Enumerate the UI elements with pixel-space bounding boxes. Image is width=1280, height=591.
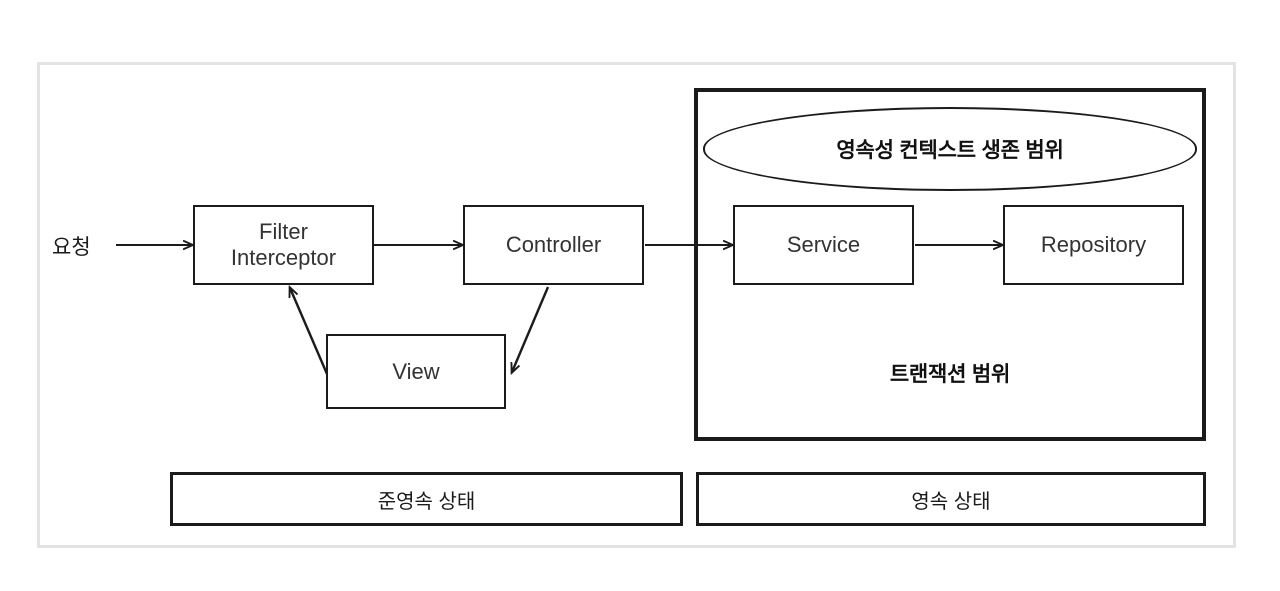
- node-view-label: View: [392, 358, 440, 384]
- node-view[interactable]: View: [326, 334, 506, 409]
- node-service[interactable]: Service: [733, 205, 914, 285]
- state-box-managed: 영속 상태: [696, 472, 1206, 526]
- request-label: 요청: [52, 236, 91, 259]
- state-right-label: 영속 상태: [911, 490, 991, 513]
- node-service-label: Service: [786, 232, 861, 258]
- node-filter-interceptor[interactable]: Filter Interceptor: [193, 205, 374, 285]
- node-repository[interactable]: Repository: [1003, 205, 1184, 285]
- node-repository-label: Repository: [1040, 232, 1147, 258]
- node-filter-line2: Interceptor: [230, 245, 337, 270]
- node-controller-label: Controller: [505, 232, 602, 258]
- transaction-scope-label: 트랜잭션 범위: [889, 363, 1011, 386]
- state-left-label: 준영속 상태: [377, 490, 476, 513]
- persistence-context-oval: 영속성 컨텍스트 생존 범위: [703, 107, 1197, 191]
- persistence-context-label: 영속성 컨텍스트 생존 범위: [836, 139, 1064, 162]
- node-controller[interactable]: Controller: [463, 205, 644, 285]
- node-filter-line1: Filter: [259, 219, 308, 245]
- state-box-detached: 준영속 상태: [170, 472, 683, 526]
